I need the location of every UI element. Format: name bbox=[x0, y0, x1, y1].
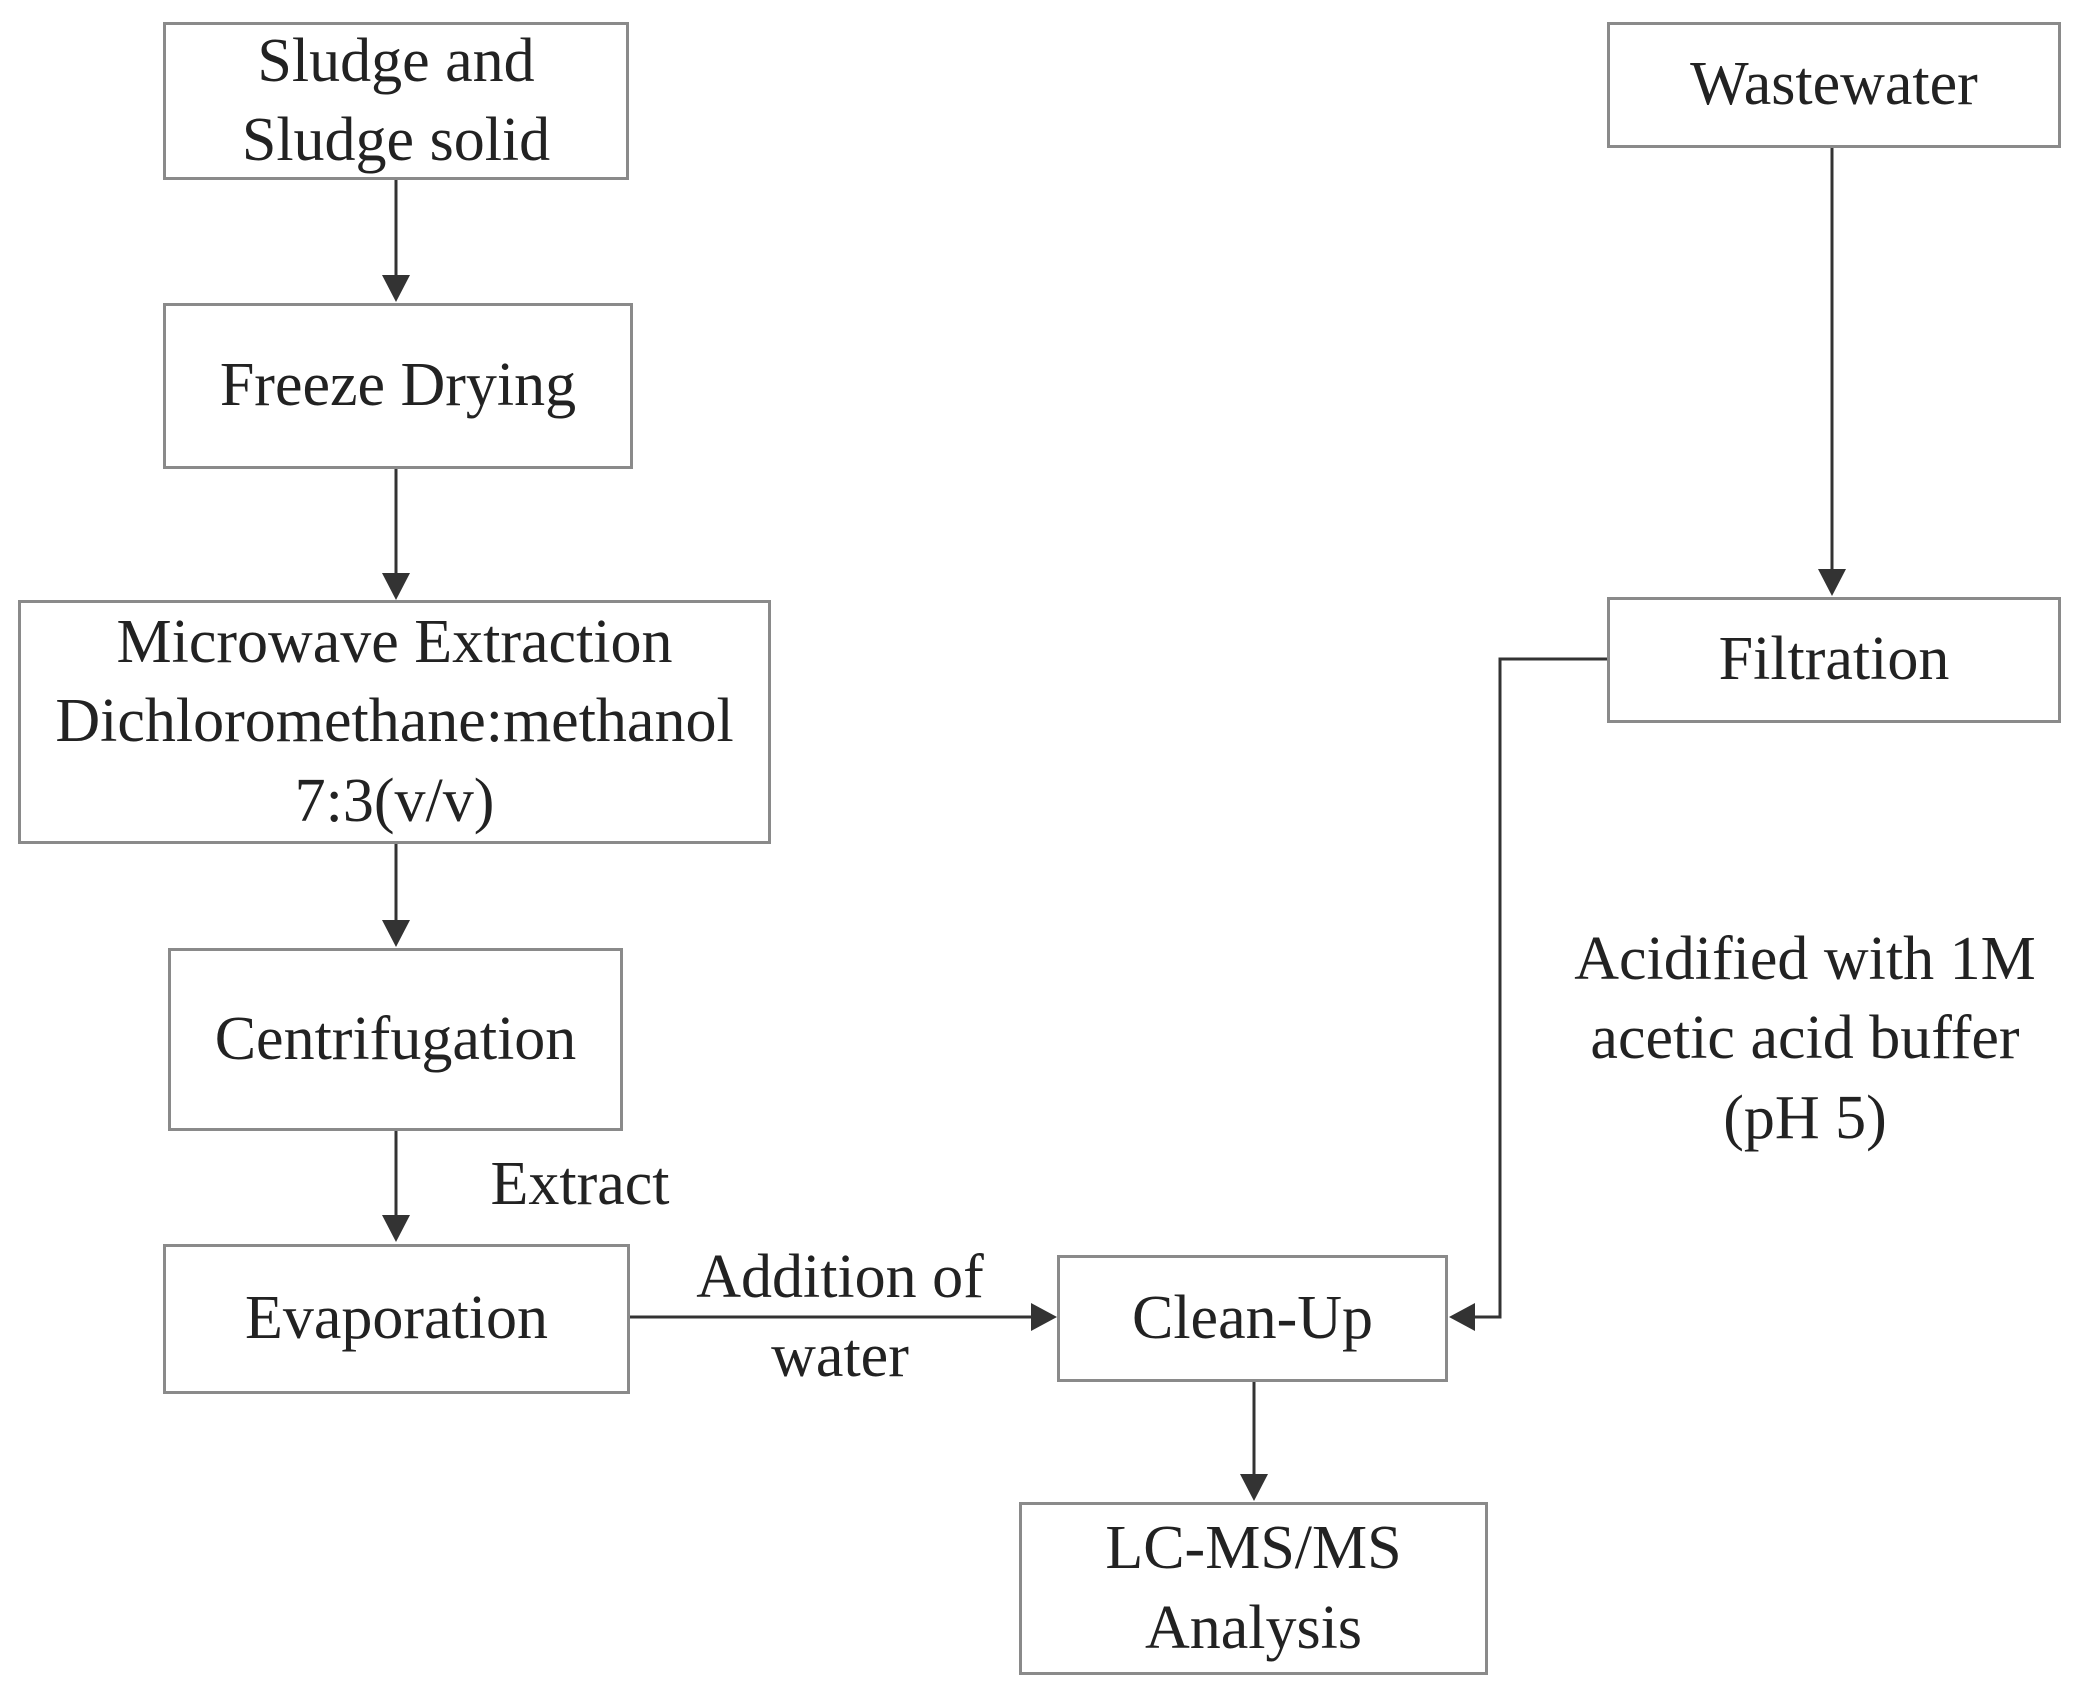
node-freeze-drying-label: Freeze Drying bbox=[219, 351, 577, 420]
label-extract: Extract bbox=[460, 1145, 700, 1224]
node-microwave-line-3: 7:3(v/v) bbox=[294, 766, 495, 835]
node-sludge: Sludge and Sludge solid bbox=[163, 22, 629, 180]
node-lcms-analysis: LC-MS/MS Analysis bbox=[1019, 1502, 1488, 1675]
node-microwave-extraction: Microwave Extraction Dichloromethane:met… bbox=[18, 600, 771, 844]
label-addition-of-water: Addition of water bbox=[670, 1238, 1010, 1397]
node-cleanup-label: Clean-Up bbox=[1131, 1283, 1374, 1352]
node-lcms-line-2: Analysis bbox=[1145, 1593, 1362, 1662]
label-acidified: Acidified with 1M acetic acid buffer (pH… bbox=[1535, 920, 2073, 1158]
label-addition-line-2: water bbox=[771, 1322, 909, 1391]
label-addition-line-1: Addition of bbox=[696, 1243, 984, 1311]
node-filtration-label: Filtration bbox=[1718, 625, 1950, 694]
label-acidified-line-1: Acidified with 1M bbox=[1574, 925, 2036, 993]
node-cleanup: Clean-Up bbox=[1057, 1255, 1448, 1382]
node-lcms-line-1: LC-MS/MS bbox=[1105, 1514, 1402, 1583]
arrowhead-icon bbox=[382, 573, 410, 600]
node-filtration: Filtration bbox=[1607, 597, 2061, 723]
arrowhead-icon bbox=[1240, 1474, 1268, 1501]
arrowhead-icon bbox=[1818, 569, 1846, 596]
node-evaporation: Evaporation bbox=[163, 1244, 630, 1394]
node-centrifugation: Centrifugation bbox=[168, 948, 623, 1131]
label-extract-text: Extract bbox=[490, 1150, 670, 1218]
node-sludge-line-1: Sludge and bbox=[257, 26, 535, 95]
node-freeze-drying: Freeze Drying bbox=[163, 303, 633, 469]
arrowhead-icon bbox=[1031, 1303, 1057, 1331]
arrowhead-icon bbox=[1449, 1303, 1475, 1331]
node-centrifugation-label: Centrifugation bbox=[214, 1004, 577, 1073]
node-sludge-line-2: Sludge solid bbox=[241, 106, 551, 174]
node-wastewater-label: Wastewater bbox=[1690, 50, 1978, 119]
arrowhead-icon bbox=[382, 275, 410, 302]
label-acidified-line-3: (pH 5) bbox=[1723, 1083, 1887, 1152]
label-acidified-line-2: acetic acid buffer bbox=[1590, 1004, 2020, 1073]
node-microwave-line-1: Microwave Extraction bbox=[116, 607, 673, 676]
node-microwave-line-2: Dichloromethane:methanol bbox=[55, 687, 734, 756]
node-evaporation-label: Evaporation bbox=[244, 1284, 548, 1353]
arrow-filtration-to-cleanup bbox=[1475, 657, 1607, 1319]
node-wastewater: Wastewater bbox=[1607, 22, 2061, 148]
arrowhead-icon bbox=[382, 1215, 410, 1242]
arrowhead-icon bbox=[382, 920, 410, 947]
